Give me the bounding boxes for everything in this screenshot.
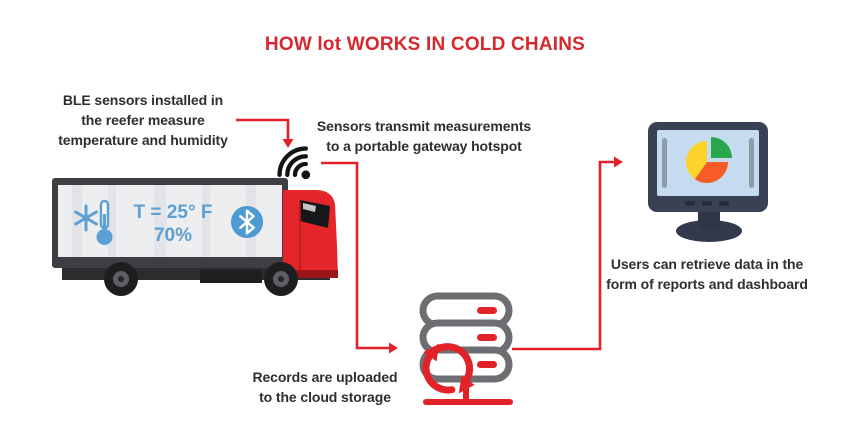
trailer-sensor-display: T = 25° F 70% bbox=[64, 194, 272, 254]
server-stand bbox=[423, 379, 513, 405]
wifi-signal-icon bbox=[261, 130, 329, 198]
pie-chart-icon bbox=[686, 137, 732, 183]
temperature-value: T = 25° F bbox=[133, 202, 213, 223]
monitor-base bbox=[676, 220, 742, 242]
truck-cab bbox=[283, 190, 338, 278]
monitor-pie-chart-icon bbox=[648, 122, 768, 242]
bluetooth-icon bbox=[230, 205, 264, 244]
arrowhead-right-icon bbox=[614, 156, 623, 168]
temperature-readout: T = 25° F 70% bbox=[134, 201, 213, 247]
monitor-buttons bbox=[685, 201, 729, 206]
cloud-upload-label: Records are uploaded to the cloud storag… bbox=[252, 369, 398, 405]
snowflake-thermometer-icon bbox=[72, 196, 116, 253]
sync-arrows-icon bbox=[422, 343, 475, 394]
ble-sensors-label: BLE sensors installed in the reefer meas… bbox=[58, 92, 228, 148]
gateway-transmit-label: Sensors transmit measurements to a porta… bbox=[316, 118, 532, 154]
server-indicator-lights bbox=[477, 307, 497, 368]
reefer-truck bbox=[52, 178, 338, 296]
server-sync-icon bbox=[419, 292, 513, 405]
screen-side-bars bbox=[662, 138, 754, 188]
humidity-value: 70% bbox=[153, 225, 192, 246]
users-retrieve-label: Users can retrieve data in the form of r… bbox=[606, 256, 808, 292]
fuel-tank bbox=[200, 270, 262, 283]
arrowhead-right-icon bbox=[389, 342, 398, 354]
page-title: HOW lot WORKS IN COLD CHAINS bbox=[264, 34, 586, 55]
truck-wheels bbox=[104, 262, 298, 296]
